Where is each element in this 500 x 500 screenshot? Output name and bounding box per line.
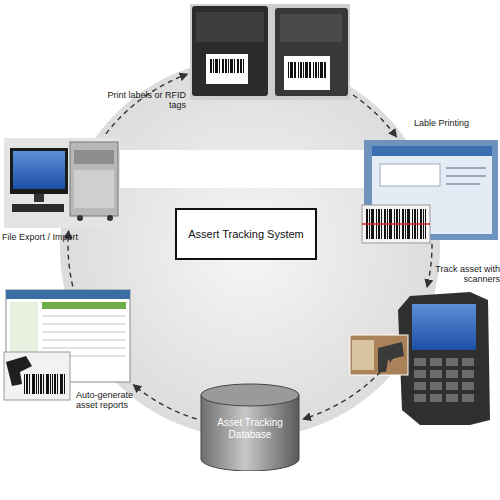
wheel bbox=[77, 215, 83, 221]
toolbar bbox=[42, 302, 126, 309]
scanner-photo bbox=[398, 292, 490, 425]
barcode-card bbox=[362, 205, 430, 243]
scanner-body bbox=[398, 292, 490, 425]
photo-background bbox=[190, 4, 350, 100]
step-caption: File Export / Import bbox=[2, 232, 122, 242]
printer-photo bbox=[190, 4, 350, 100]
barcode-scan-photo bbox=[4, 352, 70, 400]
computer-photo bbox=[4, 138, 120, 228]
screen-line bbox=[446, 167, 486, 169]
scan-line bbox=[362, 223, 430, 225]
barcode-bars bbox=[288, 62, 326, 78]
cylinder-top bbox=[201, 384, 299, 406]
system-title: Assert Tracking System bbox=[188, 228, 304, 241]
export-step: File Export / Import bbox=[4, 138, 120, 228]
barcode-bars bbox=[210, 59, 244, 73]
photo-background bbox=[4, 138, 120, 228]
printer-lid bbox=[280, 14, 342, 42]
flow-arrow bbox=[134, 385, 197, 419]
printer-tray bbox=[74, 150, 114, 164]
label-sheet bbox=[284, 56, 330, 90]
screen-line bbox=[446, 175, 486, 177]
scanner-step: Track asset with scanners bbox=[396, 290, 490, 425]
printer-body bbox=[192, 6, 268, 96]
step-caption: Track asset with scanners bbox=[426, 264, 500, 285]
flow-arrow bbox=[304, 358, 393, 419]
scanner-keypad bbox=[414, 358, 474, 402]
window-header bbox=[6, 290, 130, 299]
keyboard bbox=[12, 204, 64, 212]
printing-step: Lable Printing bbox=[364, 140, 498, 240]
printer-door bbox=[74, 170, 114, 208]
label-sheet bbox=[206, 54, 248, 84]
flow-arrow bbox=[353, 95, 396, 136]
flow-arrow bbox=[427, 244, 432, 287]
dialog-box bbox=[380, 164, 440, 186]
screen-line bbox=[446, 183, 480, 185]
photo-frame bbox=[350, 335, 408, 375]
hand-scanner bbox=[6, 356, 32, 386]
system-box: Assert Tracking System bbox=[175, 208, 317, 260]
window-header bbox=[372, 146, 492, 156]
step-caption: Lable Printing bbox=[414, 118, 500, 128]
wheel bbox=[107, 215, 113, 221]
database-cylinder: Asset Tracking Database bbox=[200, 383, 300, 471]
blank-panel bbox=[120, 150, 372, 188]
step-caption: Auto-generate asset reports bbox=[76, 390, 156, 411]
step-caption: Print labels or RFID tags bbox=[92, 90, 186, 111]
printer-cabinet bbox=[70, 142, 118, 216]
barcode-photo bbox=[362, 205, 430, 243]
table-rows bbox=[42, 316, 126, 356]
printer-lid bbox=[196, 12, 264, 42]
scanner-screen bbox=[412, 304, 476, 350]
barcode-bars bbox=[24, 374, 66, 394]
printer-body bbox=[275, 8, 348, 96]
database-label: Asset Tracking Database bbox=[206, 417, 294, 440]
monitor-bezel bbox=[364, 140, 498, 240]
report-step: Auto-generate asset reports bbox=[6, 290, 130, 382]
hand-scan-photo bbox=[350, 335, 408, 375]
monitor bbox=[10, 148, 68, 194]
monitor-screen bbox=[13, 151, 65, 189]
screen-photo bbox=[364, 140, 498, 240]
monitor-stand bbox=[34, 194, 44, 202]
photo-frame bbox=[4, 352, 70, 400]
hand-scanner bbox=[378, 342, 404, 372]
carton bbox=[352, 340, 374, 370]
printer-step: Print labels or RFID tags bbox=[190, 4, 350, 100]
